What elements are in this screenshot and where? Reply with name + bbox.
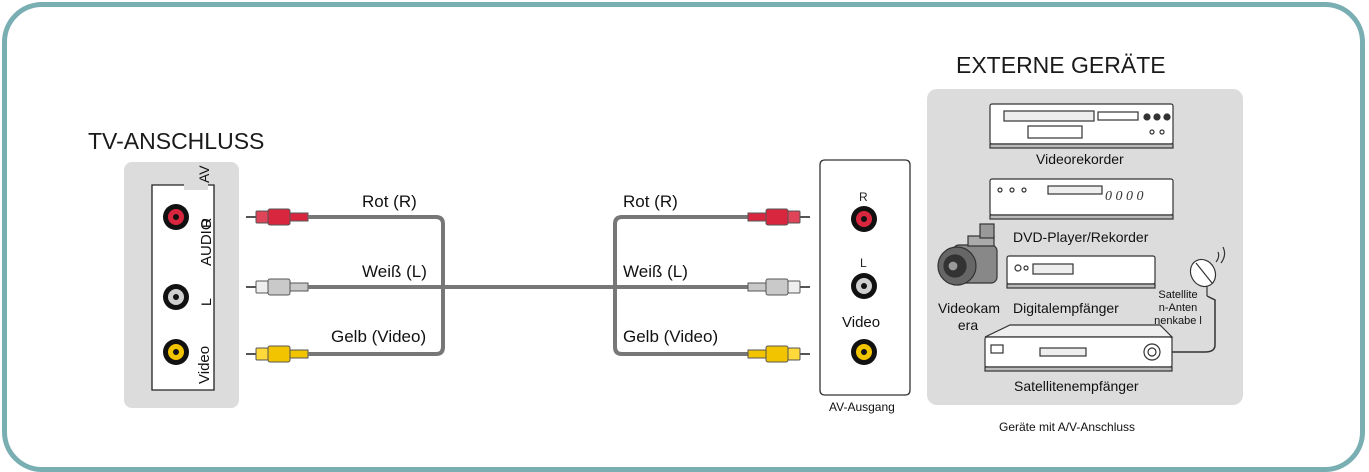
satellite-cable-label: Satellite n-Anten nenkabe l [1154,289,1202,327]
left-label-yellow: Gelb (Video) [331,327,427,346]
external-devices-background [927,89,1243,405]
av-jack-yellow [851,339,877,365]
tv-label-av: AV [196,165,212,183]
digital-receiver-icon [1006,255,1156,289]
tv-jack-white [163,284,189,310]
satellite-dish-icon [1189,246,1226,296]
av-jack-white [851,273,877,299]
left-plug-yellow [246,345,309,363]
av-label-video: Video [842,314,881,331]
right-plug-yellow [747,345,810,363]
tv-jack-red [163,204,189,230]
av-jack-red [851,206,877,232]
cable-bundle [308,215,748,356]
external-devices-title: EXTERNE GERÄTE [956,52,1166,78]
antenna-cable [1170,295,1216,353]
right-label-yellow: Gelb (Video) [623,327,719,346]
camcorder-label: Videokam era [938,300,1001,333]
vcr-label: Videorekorder [1036,151,1124,167]
left-label-red: Rot (R) [362,192,417,211]
tv-section-title: TV-ANSCHLUSS [88,128,265,154]
dvd-label: DVD-Player/Rekorder [1013,229,1149,245]
av-label-r: R [859,190,868,204]
left-label-white: Weiß (L) [362,262,427,281]
connection-diagram: 0 0 0 0 [124,89,1243,408]
right-label-white: Weiß (L) [623,262,688,281]
right-label-red: Rot (R) [623,192,678,211]
left-plug-white [246,278,309,296]
tv-label-video: Video [196,345,213,384]
av-output-caption: AV-Ausgang [829,400,895,414]
svg-text:0 0 0 0: 0 0 0 0 [1105,189,1144,204]
satellite-receiver-label: Satellitenempfänger [1014,378,1139,394]
tv-jack-yellow [163,339,189,365]
dvd-icon: 0 0 0 0 [989,178,1174,220]
left-plug-red [246,208,309,226]
vcr-icon [989,103,1174,149]
digital-receiver-label: Digitalempfänger [1013,300,1119,316]
external-devices-caption: Geräte mit A/V-Anschluss [999,420,1136,434]
tv-label-l: L [198,298,214,306]
right-plug-red [747,208,810,226]
av-label-l: L [860,256,867,270]
tv-label-r: R [198,217,214,228]
right-plug-white [747,278,810,296]
camcorder-icon [937,223,998,286]
satellite-receiver-icon [984,324,1174,372]
